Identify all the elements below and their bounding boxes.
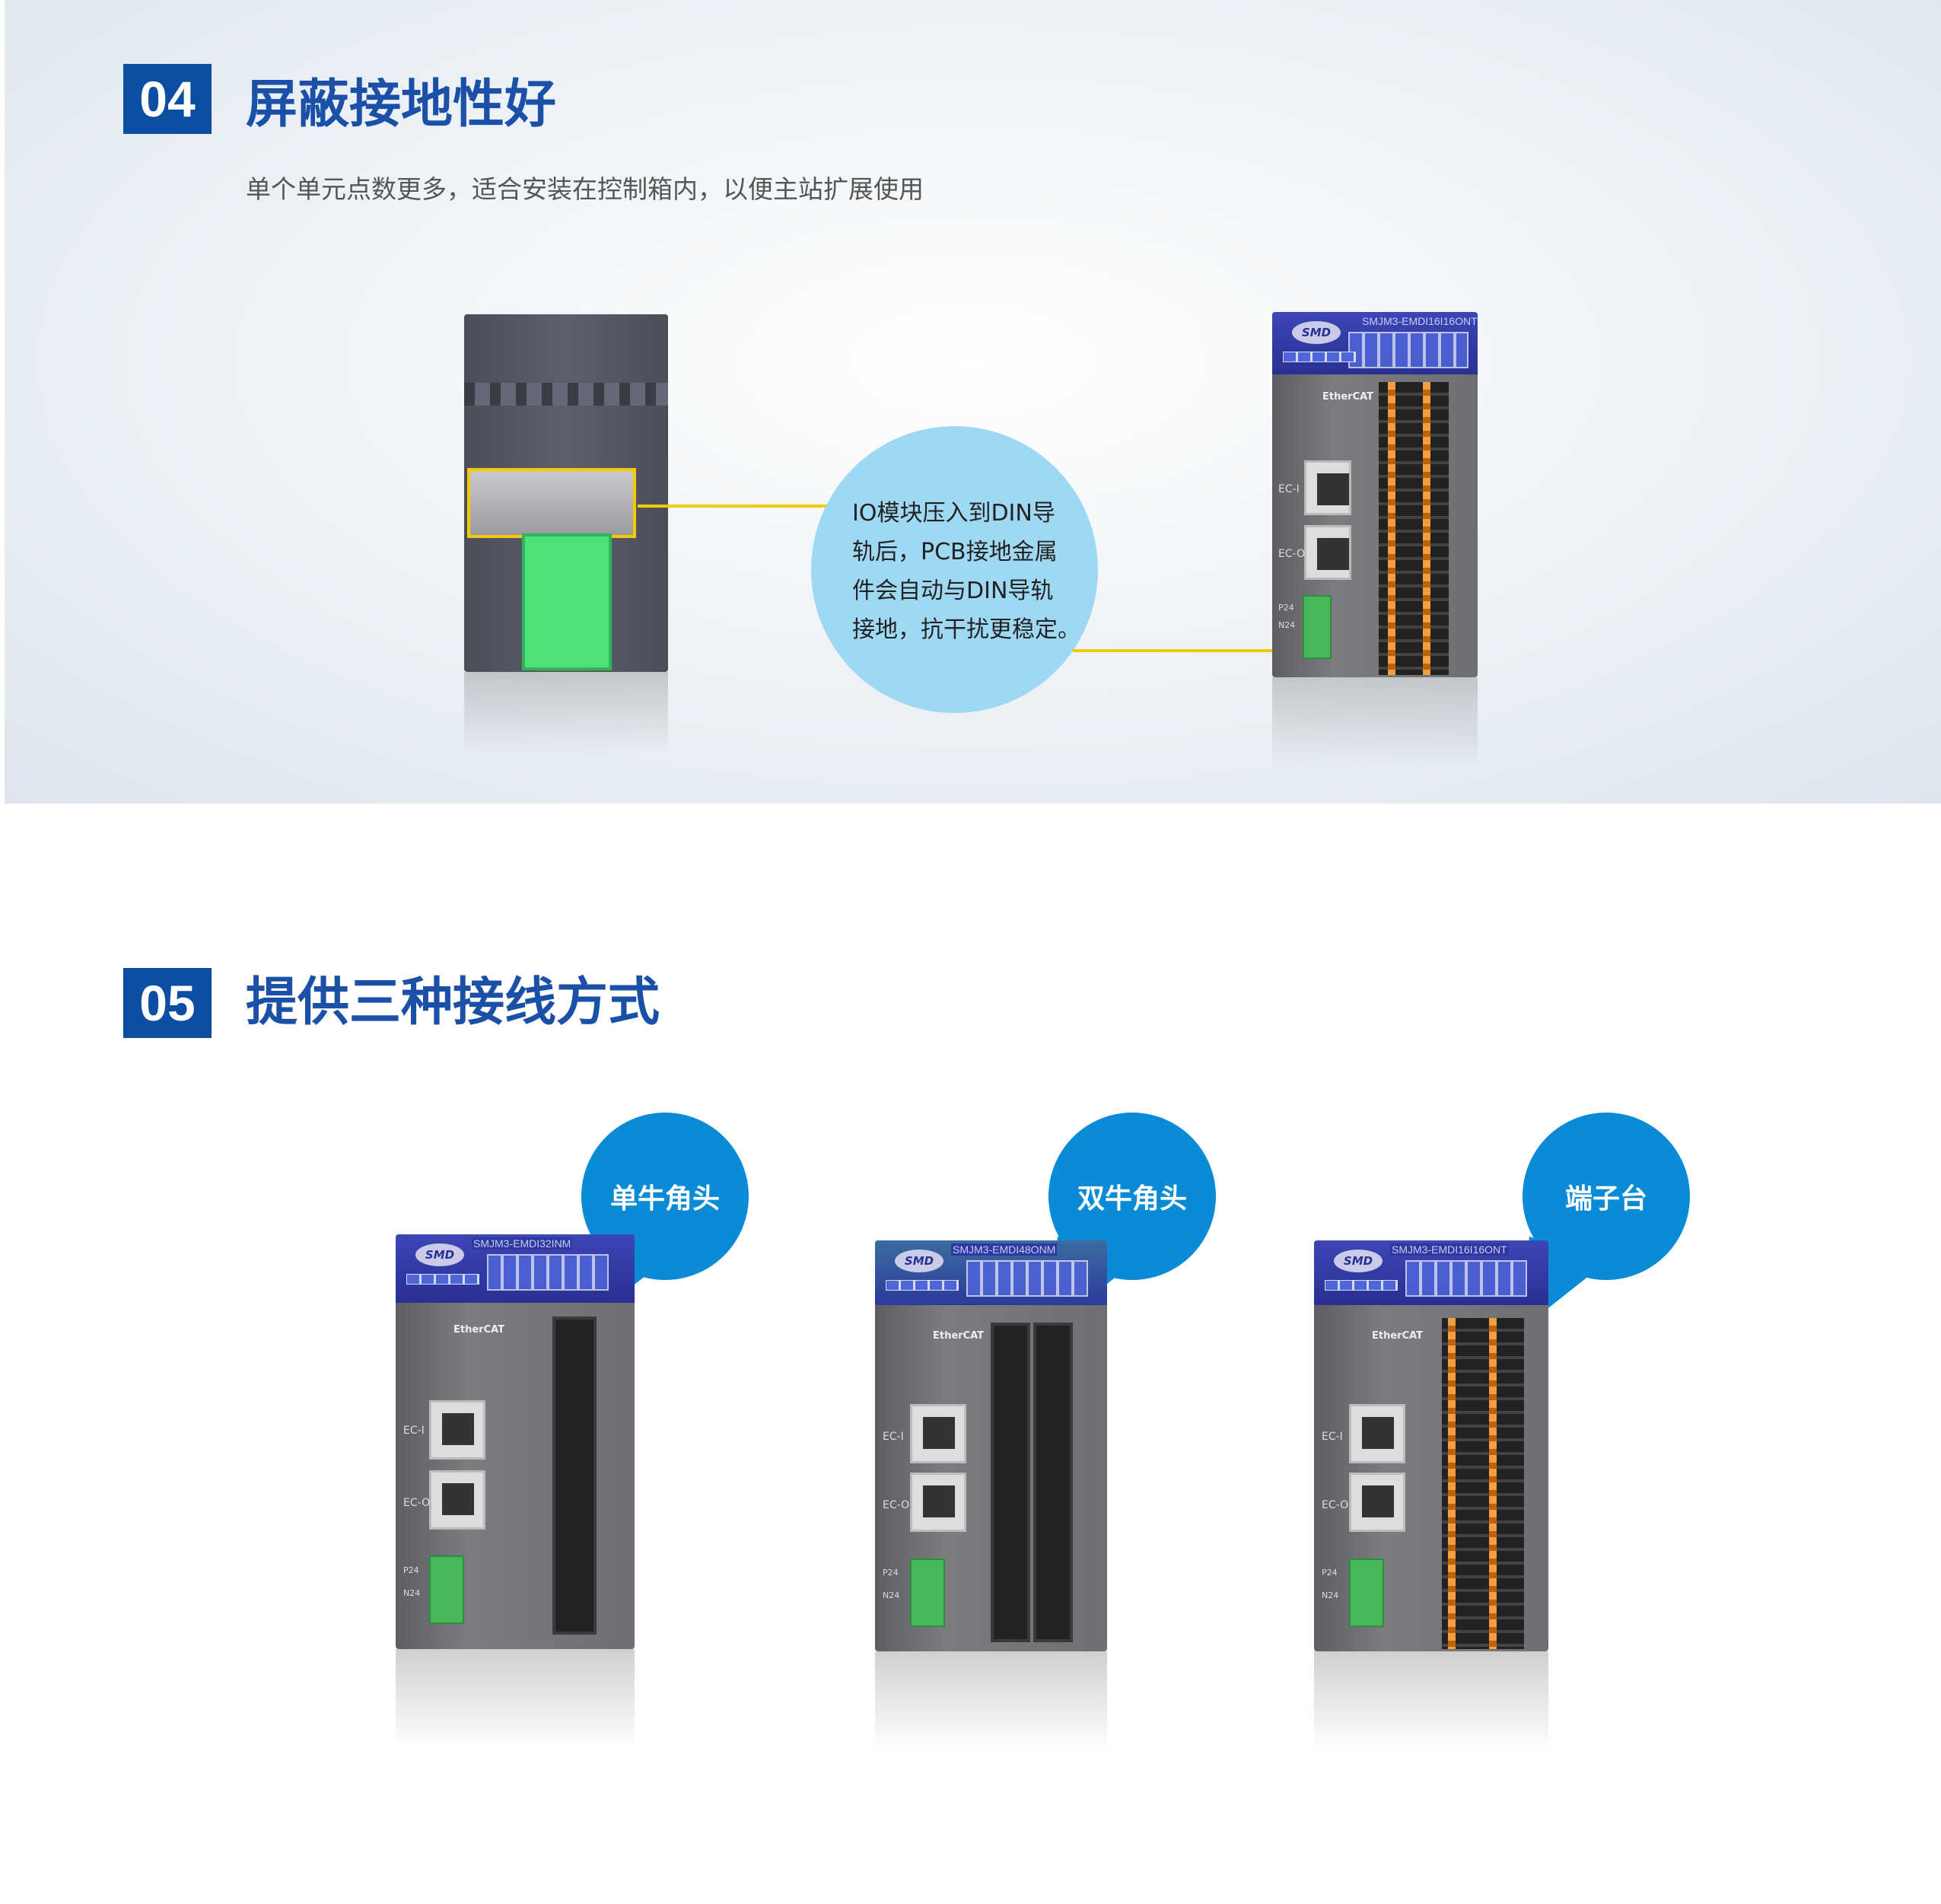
port-label: EC-O (1278, 548, 1306, 560)
ethernet-port-in (1349, 1404, 1405, 1463)
power-connector (910, 1559, 945, 1627)
ethercat-label: EtherCAT (453, 1324, 505, 1336)
ethernet-port-in (429, 1400, 485, 1460)
din-clip (522, 533, 612, 670)
port-label: EC-I (1322, 1431, 1343, 1443)
label-bubble: 端子台 (1523, 1113, 1690, 1280)
header-connector-ch1 (991, 1323, 1030, 1642)
connector-line (1073, 649, 1272, 652)
model-label: SMJM3-EMDI16I16ONT (1390, 1243, 1509, 1256)
power-label: P24 (883, 1568, 899, 1578)
section-number-05: 05 (123, 968, 212, 1038)
section-04-title: 屏蔽接地性好 (246, 75, 557, 135)
section-05-title: 提供三种接线方式 (246, 973, 660, 1033)
power-label: P24 (1322, 1568, 1338, 1578)
ethercat-label: EtherCAT (933, 1330, 985, 1342)
smd-logo: SMD (1334, 1250, 1383, 1272)
callout-circle: IO模块压入到DIN导 轨后，PCB接地金属 件会自动与DIN导轨 接地，抗干扰… (811, 426, 1098, 713)
power-label: P24 (1278, 603, 1294, 613)
terminal-block (1442, 1318, 1524, 1649)
port-label: EC-O (883, 1499, 910, 1511)
port-label: EC-I (403, 1425, 425, 1437)
reflection (396, 1649, 635, 1748)
power-label: N24 (403, 1588, 421, 1598)
header-connector-ch2 (1033, 1323, 1073, 1642)
power-label: P24 (403, 1565, 419, 1575)
power-connector (1349, 1559, 1384, 1627)
port-label: EC-O (1322, 1499, 1349, 1511)
port-label: EC-I (1278, 483, 1300, 495)
power-connector (429, 1555, 464, 1624)
ethernet-port-in (1304, 460, 1351, 515)
ethernet-port-out (1304, 525, 1351, 580)
din-rail-side-view (464, 314, 668, 672)
power-label: N24 (1278, 620, 1296, 630)
smd-logo: SMD (1292, 321, 1341, 344)
ethernet-port-in (910, 1404, 966, 1463)
smd-logo: SMD (415, 1243, 464, 1266)
product-single-header: SMD SMJM3-EMDI32INM EtherCAT EC-I EC-O P… (396, 1234, 635, 1649)
ethernet-port-out (429, 1470, 485, 1530)
model-label: SMJM3-EMDI48ONM (951, 1243, 1058, 1256)
ethercat-label: EtherCAT (1372, 1330, 1424, 1342)
reflection (1314, 1651, 1548, 1750)
smd-logo: SMD (895, 1250, 943, 1272)
grounding-metal-plate (467, 468, 636, 538)
port-label: EC-O (403, 1497, 431, 1509)
reflection (1272, 677, 1478, 769)
section-number-04: 04 (123, 64, 212, 134)
led-panel: SMD SMJM3-EMDI16I16ONT (1272, 312, 1478, 374)
reflection (875, 1651, 1107, 1750)
ethernet-port-out (910, 1473, 966, 1532)
reflection (464, 672, 668, 756)
power-label: N24 (883, 1590, 900, 1600)
model-label: SMJM3-EMDI32INM (472, 1237, 573, 1250)
port-label: EC-I (883, 1431, 904, 1443)
power-connector (1303, 595, 1332, 659)
io-module-device: SMD SMJM3-EMDI16I16ONT EtherCAT EC-I EC-… (1272, 312, 1478, 677)
product-double-header: SMD SMJM3-EMDI48ONM EtherCAT EC-I EC-O P… (875, 1240, 1107, 1651)
ribbon-header-connector (552, 1317, 597, 1635)
model-label: SMJM3-EMDI16I16ONT (1362, 315, 1478, 327)
connector-line (638, 505, 828, 508)
ethernet-port-out (1349, 1473, 1405, 1532)
section-04-subtitle: 单个单元点数更多，适合安装在控制箱内，以便主站扩展使用 (246, 174, 924, 204)
power-label: N24 (1322, 1590, 1339, 1600)
ethercat-label: EtherCAT (1322, 391, 1374, 403)
product-terminal-block: SMD SMJM3-EMDI16I16ONT EtherCAT EC-I EC-… (1314, 1240, 1548, 1651)
